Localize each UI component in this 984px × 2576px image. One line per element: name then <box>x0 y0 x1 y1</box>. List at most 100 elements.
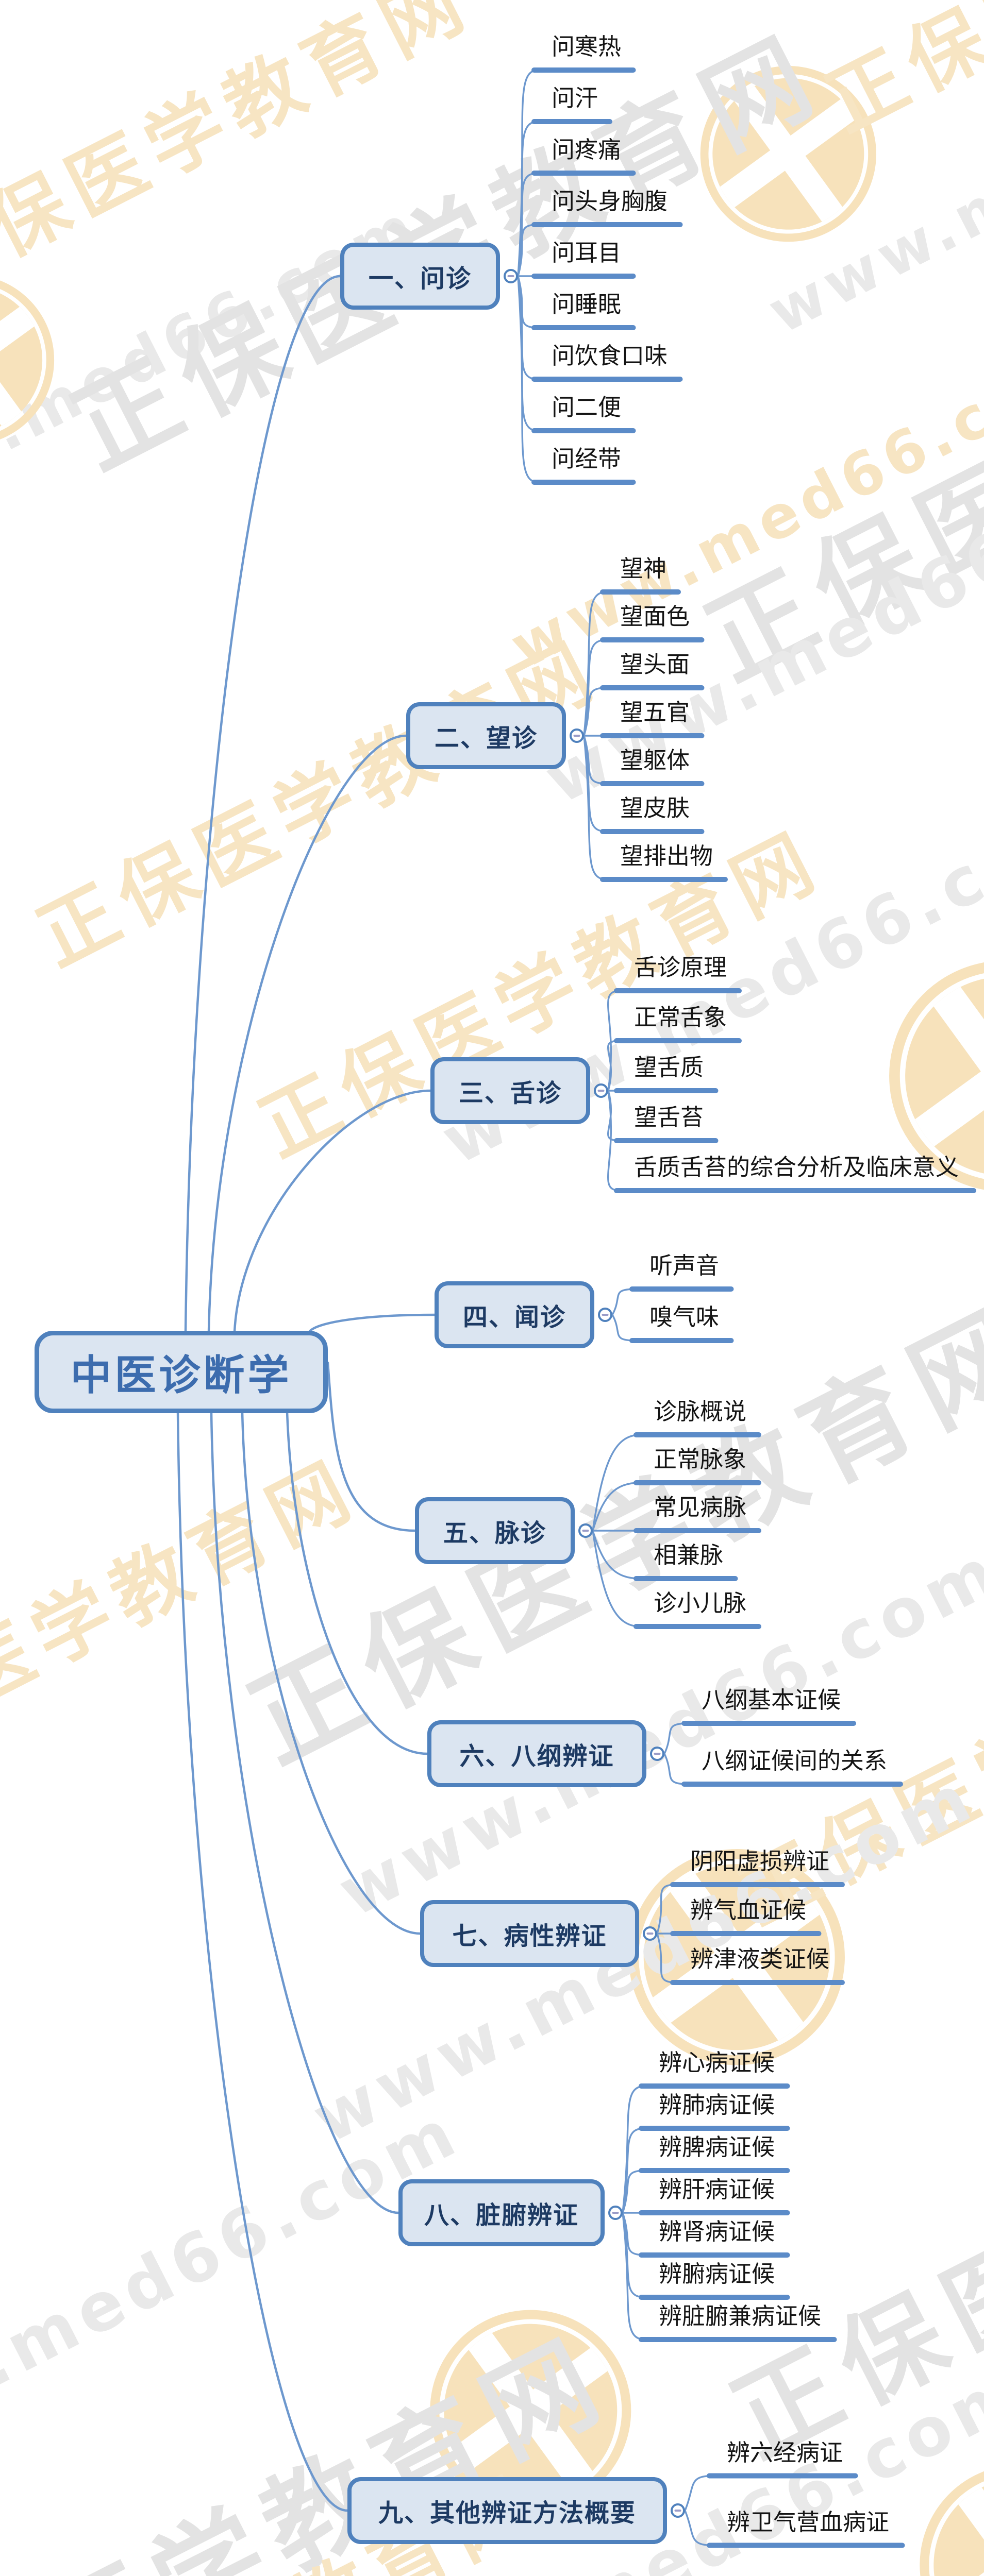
branch-label-8[interactable]: 八、脏腑辨证 <box>398 2179 605 2246</box>
watermark-logo-icon <box>588 1808 887 2107</box>
connector-line <box>241 1411 422 1935</box>
child-node[interactable]: 问经带 <box>552 445 622 472</box>
child-node[interactable]: 问汗 <box>552 84 598 112</box>
branch-label-6[interactable]: 六、八纲辨证 <box>427 1720 646 1787</box>
child-node[interactable]: 问寒热 <box>552 33 622 60</box>
child-node[interactable]: 问耳目 <box>552 239 622 266</box>
child-node[interactable]: 八纲证候间的关系 <box>702 1747 888 1774</box>
child-node[interactable]: 问睡眠 <box>552 291 622 318</box>
child-node[interactable]: 问饮食口味 <box>552 342 668 369</box>
child-node[interactable]: 望五官 <box>620 699 690 726</box>
child-node[interactable]: 望舌质 <box>634 1054 704 1081</box>
child-node[interactable]: 辨腑病证候 <box>659 2260 775 2287</box>
child-node[interactable]: 问疼痛 <box>552 136 622 163</box>
child-node[interactable]: 八纲基本证候 <box>702 1686 841 1714</box>
collapse-toggle-icon[interactable] <box>671 2503 685 2518</box>
connector-line <box>663 1753 689 1785</box>
child-node[interactable]: 常见病脉 <box>654 1494 747 1521</box>
child-node[interactable]: 辨肾病证候 <box>659 2218 775 2245</box>
child-node[interactable]: 辨卫气营血病证 <box>727 2508 890 2536</box>
connector-line <box>583 639 608 737</box>
branch-label-3[interactable]: 三、舌诊 <box>430 1057 590 1124</box>
collapse-toggle-icon[interactable] <box>650 1747 664 1761</box>
child-node[interactable]: 辨六经病证 <box>727 2438 843 2466</box>
connector-line <box>663 1722 689 1755</box>
collapse-toggle-icon[interactable] <box>643 1926 657 1941</box>
connector-line <box>583 687 608 737</box>
child-node[interactable]: 望舌苔 <box>634 1104 704 1131</box>
collapse-toggle-icon[interactable] <box>578 1523 593 1538</box>
connector-line <box>611 1314 637 1342</box>
child-node[interactable]: 辨津液类证候 <box>690 1945 830 1973</box>
connector-line <box>517 172 539 277</box>
connector-line <box>656 1884 678 1935</box>
child-node[interactable]: 辨肝病证候 <box>659 2176 775 2203</box>
child-node[interactable]: 问二便 <box>552 394 622 421</box>
connector-line <box>326 1361 416 1532</box>
connector-line <box>592 1530 641 1580</box>
child-node[interactable]: 辨肺病证候 <box>659 2091 775 2119</box>
connector-line <box>233 1089 432 1333</box>
connector-line <box>611 1288 637 1316</box>
child-node[interactable]: 舌诊原理 <box>634 954 727 981</box>
branch-label-9[interactable]: 九、其他辨证方法概要 <box>347 2477 667 2544</box>
branch-label-1[interactable]: 一、问诊 <box>340 243 500 310</box>
connector-line <box>184 275 342 1333</box>
branch-label-7[interactable]: 七、病性辨证 <box>420 1900 639 1967</box>
branch-label-2[interactable]: 二、望诊 <box>406 702 566 769</box>
child-node[interactable]: 正常脉象 <box>654 1446 747 1473</box>
branch-label-4[interactable]: 四、闻诊 <box>435 1281 594 1348</box>
child-node[interactable]: 诊小儿脉 <box>654 1589 747 1617</box>
child-node[interactable]: 望皮肤 <box>620 794 690 822</box>
watermark-logo-icon <box>845 917 984 1236</box>
collapse-toggle-icon[interactable] <box>594 1083 608 1098</box>
child-node[interactable]: 正常舌象 <box>634 1004 727 1031</box>
child-node[interactable]: 望排出物 <box>620 842 713 870</box>
connector-line <box>592 1434 641 1532</box>
branch-label-5[interactable]: 五、脉诊 <box>415 1497 575 1564</box>
connector-line <box>622 2170 646 2214</box>
connector-line <box>607 1090 622 1192</box>
child-node[interactable]: 嗅气味 <box>649 1303 720 1331</box>
collapse-toggle-icon[interactable] <box>570 728 584 743</box>
child-node[interactable]: 望面色 <box>620 603 690 630</box>
child-node[interactable]: 诊脉概说 <box>654 1398 747 1425</box>
connector-line <box>286 1411 429 1755</box>
connector-line <box>583 735 608 785</box>
child-node[interactable]: 听声音 <box>649 1252 720 1279</box>
collapse-toggle-icon[interactable] <box>504 269 518 283</box>
child-node[interactable]: 相兼脉 <box>654 1541 724 1569</box>
child-node[interactable]: 辨脏腑兼病证候 <box>659 2302 822 2330</box>
connector-line <box>607 1040 622 1092</box>
connector-line <box>517 224 539 277</box>
child-node[interactable]: 舌质舌苔的综合分析及临床意义 <box>634 1154 959 1181</box>
child-node[interactable]: 问头身胸腹 <box>552 188 668 215</box>
connector-line <box>684 2510 714 2547</box>
child-node[interactable]: 辨气血证候 <box>690 1896 807 1924</box>
watermark-logo-icon <box>392 2272 670 2551</box>
connector-line <box>207 734 408 1333</box>
child-node[interactable]: 辨脾病证候 <box>659 2133 775 2161</box>
root-node-title[interactable]: 中医诊断学 <box>35 1331 328 1413</box>
child-node[interactable]: 望躯体 <box>620 747 690 774</box>
connector-line <box>592 1530 641 1628</box>
child-node[interactable]: 阴阳虚损辨证 <box>690 1848 830 1875</box>
child-node[interactable]: 辨心病证候 <box>659 2049 775 2076</box>
connector-line <box>622 2127 646 2214</box>
collapse-toggle-icon[interactable] <box>608 2206 623 2220</box>
watermark-logo-icon <box>667 32 910 276</box>
connector-line <box>517 275 539 483</box>
watermark-logo-icon <box>0 242 87 479</box>
child-node[interactable]: 望神 <box>620 555 667 582</box>
connector-line <box>592 1482 641 1532</box>
connector-line <box>656 1933 678 1984</box>
collapse-toggle-icon[interactable] <box>598 1308 612 1322</box>
connector-line <box>583 735 608 880</box>
child-node[interactable]: 望头面 <box>620 651 690 678</box>
watermark-logo-icon <box>881 2427 984 2576</box>
connector-line <box>622 2212 646 2256</box>
